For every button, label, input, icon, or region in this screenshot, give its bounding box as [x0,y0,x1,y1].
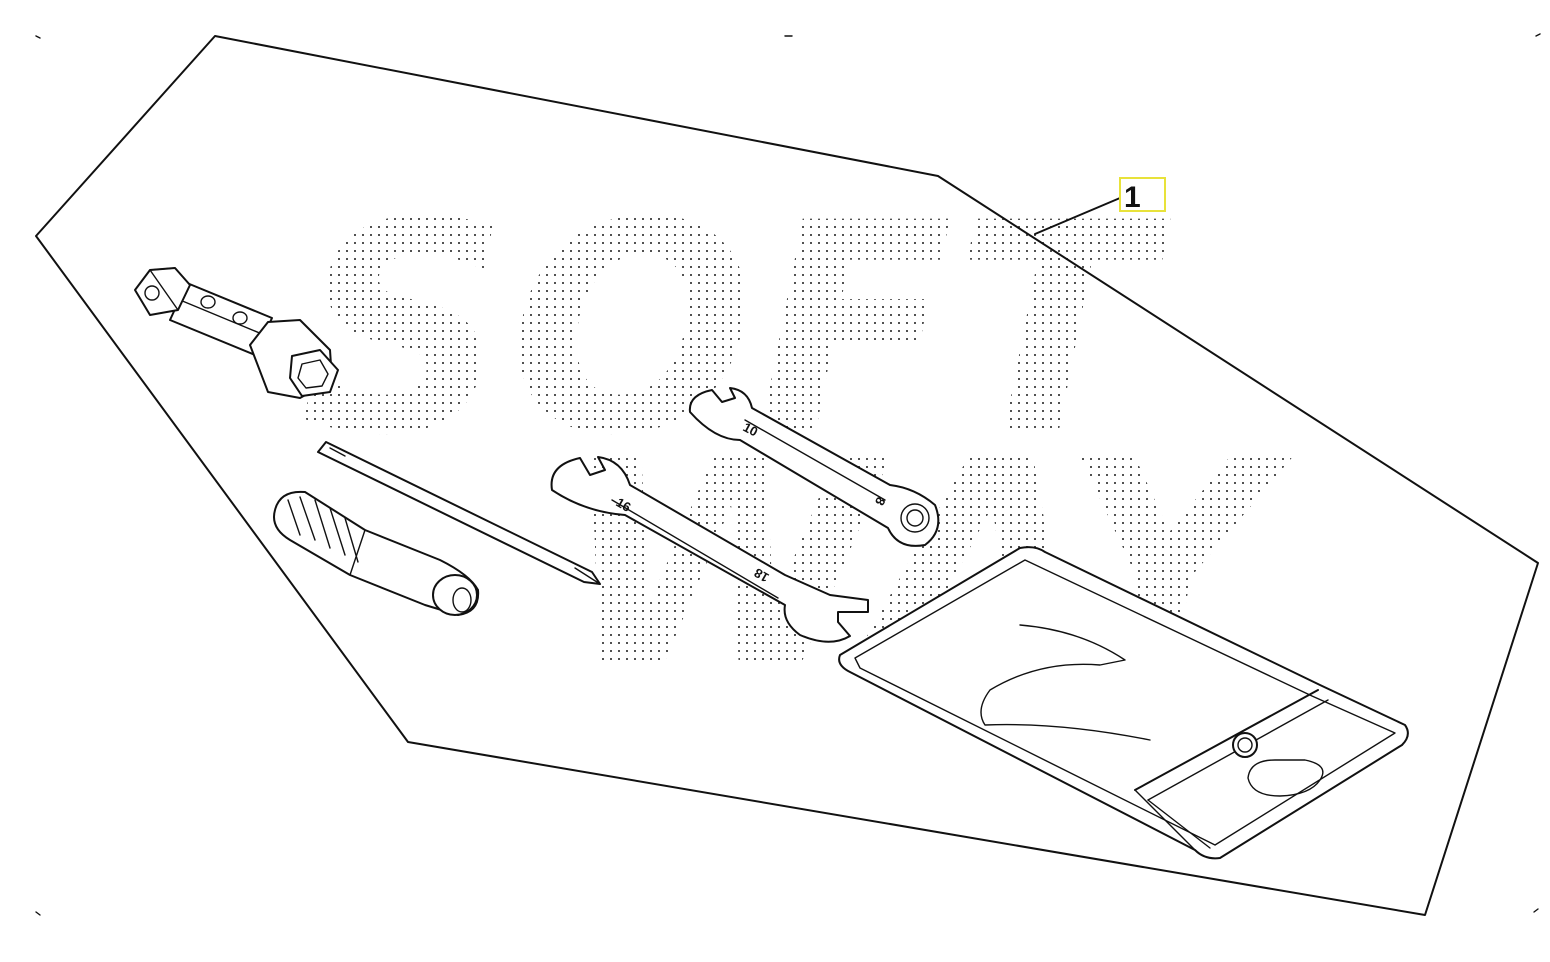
combination-wrench-icon [550,456,869,643]
watermark-line1: SOFT [300,162,1171,499]
small-wrench-mark-open: 10 [741,419,761,439]
tool-pouch-icon [838,546,1409,860]
small-wrench: 10 8 [688,387,940,547]
corner-marks [35,33,1541,916]
callout-number: 1 [1124,181,1141,214]
large-wrench-mark-open: 16 [614,495,634,515]
large-wrench: 16 18 [550,456,869,643]
large-wrench-mark-ring: 18 [751,565,771,585]
hex-socket-icon [134,267,339,399]
screwdriver-handle-icon [273,490,480,616]
callout: 1 [1034,177,1166,235]
combination-wrench-icon [688,387,940,547]
kit-outline [35,35,1539,916]
callout-highlight [1119,177,1166,212]
screwdriver-bit-icon [317,441,601,585]
callout-leader [1034,197,1121,235]
